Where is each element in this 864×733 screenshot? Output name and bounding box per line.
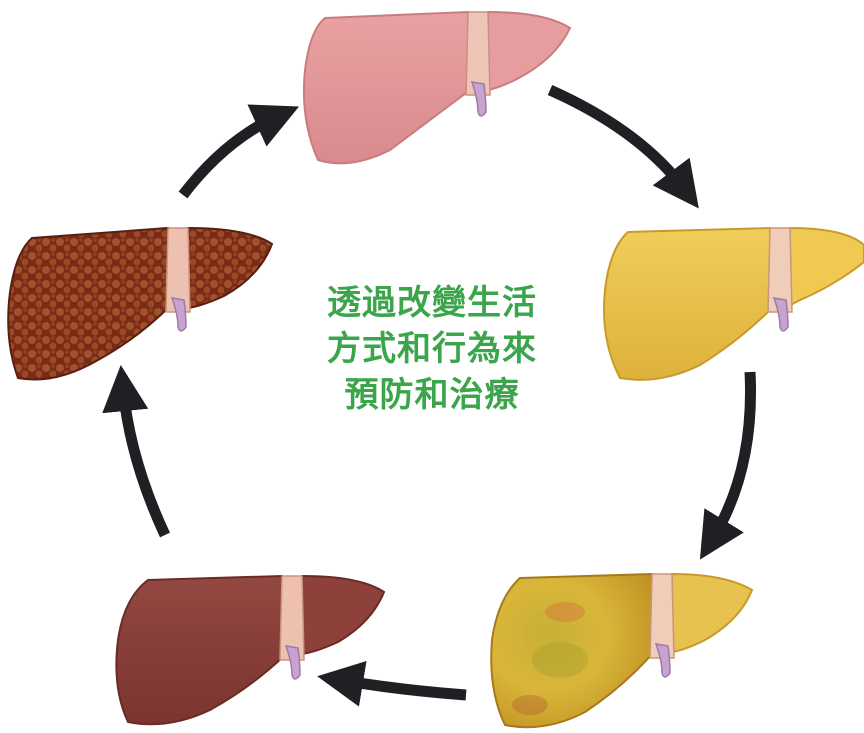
- cycle-arrow-inflamed-to-fibrosis: [340, 680, 466, 695]
- center-caption-line-2: 方式和行為來: [282, 326, 582, 372]
- cycle-arrow-cirrhosis-to-healthy: [183, 116, 278, 195]
- cycle-arrow-healthy-to-fatty: [550, 90, 685, 190]
- cycle-arrow-fibrosis-to-cirrhosis: [123, 388, 165, 535]
- center-caption: 透過改變生活 方式和行為來 預防和治療: [282, 280, 582, 418]
- cirrhotic-liver-icon: [8, 228, 272, 380]
- center-caption-line-3: 預防和治療: [282, 372, 582, 418]
- center-caption-line-1: 透過改變生活: [282, 280, 582, 326]
- inflamed-fatty-liver-icon: [491, 574, 752, 727]
- fatty-liver-icon: [604, 228, 864, 380]
- fibrotic-liver-icon: [116, 576, 384, 724]
- cycle-arrow-fatty-to-inflamed: [712, 372, 751, 540]
- healthy-liver-icon: [304, 12, 570, 163]
